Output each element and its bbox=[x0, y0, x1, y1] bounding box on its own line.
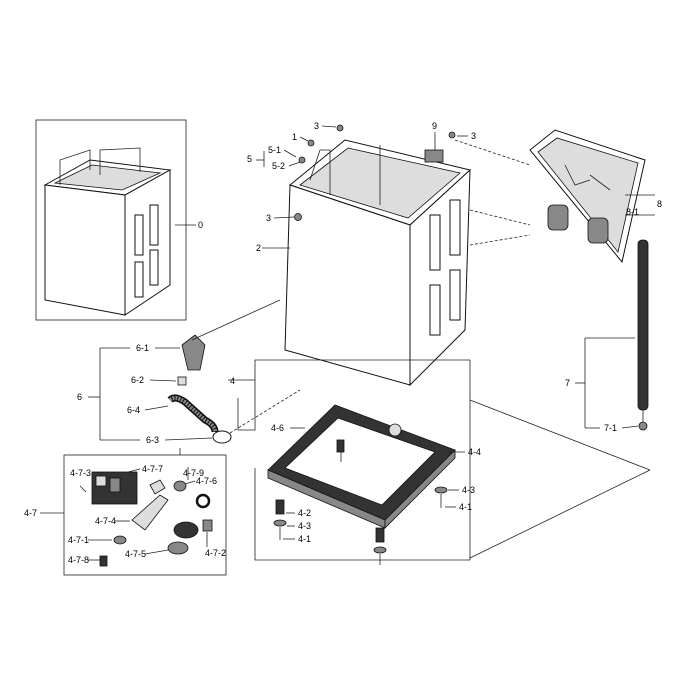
label-6-2: 6-2 bbox=[131, 375, 144, 385]
label-5-1: 5-1 bbox=[268, 145, 281, 155]
cabinet-assembly bbox=[43, 147, 172, 316]
leveling-foot bbox=[434, 486, 448, 508]
label-9: 9 bbox=[432, 121, 437, 131]
label-6: 6 bbox=[77, 392, 82, 402]
leveling-foot bbox=[336, 439, 345, 462]
label-4-1b: 4-1 bbox=[459, 502, 472, 512]
cabinet-frame bbox=[284, 124, 472, 387]
label-4-7-5: 4-7-5 bbox=[125, 549, 146, 559]
base-frame bbox=[267, 404, 456, 529]
label-2: 2 bbox=[256, 243, 261, 253]
screw-icon bbox=[307, 139, 315, 147]
drain-hose bbox=[637, 239, 649, 431]
drain-pump bbox=[79, 471, 213, 567]
label-6-1: 6-1 bbox=[136, 343, 149, 353]
label-3c: 3 bbox=[471, 131, 476, 141]
label-4-1a: 4-1 bbox=[298, 534, 311, 544]
label-4-7-2: 4-7-2 bbox=[205, 548, 226, 558]
hose-clamp-icon bbox=[638, 421, 648, 431]
label-3a: 3 bbox=[314, 121, 319, 131]
label-8-1: 8-1 bbox=[626, 207, 639, 217]
clip-icon bbox=[448, 131, 456, 139]
label-5-2: 5-2 bbox=[272, 161, 285, 171]
label-6-3: 6-3 bbox=[146, 435, 159, 445]
label-3b: 3 bbox=[266, 213, 271, 223]
label-1: 1 bbox=[292, 132, 297, 142]
label-4-7-1: 4-7-1 bbox=[68, 535, 89, 545]
label-4-2: 4-2 bbox=[298, 508, 311, 518]
label-5: 5 bbox=[247, 154, 252, 164]
label-7-1: 7-1 bbox=[604, 423, 617, 433]
label-8: 8 bbox=[657, 199, 662, 209]
label-4-7-6: 4-7-6 bbox=[196, 476, 217, 486]
label-4-6: 4-6 bbox=[271, 423, 284, 433]
label-4-7-7: 4-7-7 bbox=[142, 464, 163, 474]
leveling-foot bbox=[373, 527, 387, 565]
label-4-7-3: 4-7-3 bbox=[70, 468, 91, 478]
label-4-7-8: 4-7-8 bbox=[68, 555, 89, 565]
label-0: 0 bbox=[198, 220, 203, 230]
label-4-4: 4-4 bbox=[468, 447, 481, 457]
drain-hose-set bbox=[167, 334, 232, 444]
label-6-4: 6-4 bbox=[127, 405, 140, 415]
label-4-7-9: 4-7-9 bbox=[183, 468, 204, 478]
screw-icon bbox=[298, 156, 306, 164]
leveling-foot bbox=[273, 499, 287, 540]
label-7: 7 bbox=[565, 378, 570, 388]
label-4-3b: 4-3 bbox=[462, 485, 475, 495]
label-4-7-4: 4-7-4 bbox=[95, 516, 116, 526]
label-4-7: 4-7 bbox=[24, 508, 37, 518]
label-4-3a: 4-3 bbox=[298, 521, 311, 531]
label-4: 4 bbox=[230, 376, 235, 386]
clip-icon bbox=[336, 124, 344, 132]
cabinet-assembly-panel: 0 bbox=[35, 119, 203, 321]
clip-icon bbox=[294, 213, 302, 221]
rear-cover bbox=[529, 129, 646, 264]
